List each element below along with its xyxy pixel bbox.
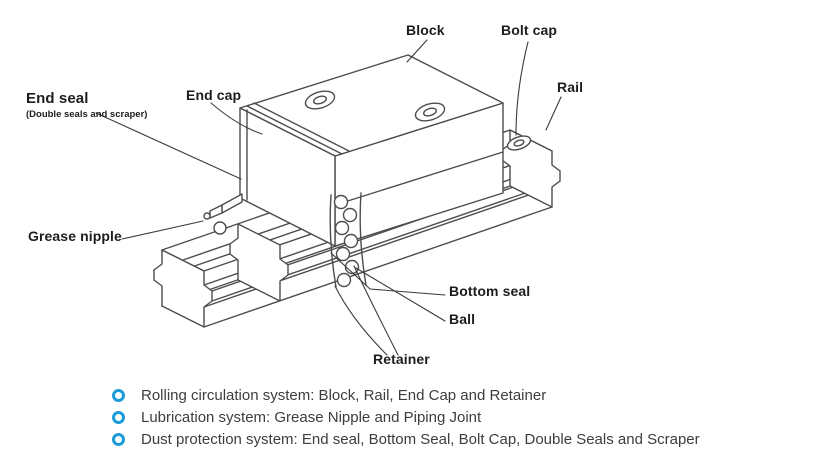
legend-item-lubrication: Lubrication system: Grease Nipple and Pi… — [112, 409, 802, 426]
rail-mid-profile — [229, 223, 289, 302]
retainer-shape — [329, 192, 367, 288]
leader-block — [406, 39, 428, 63]
leader-rail — [545, 96, 562, 131]
legend-list: Rolling circulation system: Block, Rail,… — [112, 387, 802, 453]
leader-ball — [355, 267, 446, 322]
label-end-cap: End cap — [186, 87, 242, 103]
legend-item-dust-protection: Dust protection system: End seal, Bottom… — [112, 431, 802, 448]
label-grease-nipple: Grease nipple — [28, 228, 122, 244]
legend-item-rolling: Rolling circulation system: Block, Rail,… — [112, 387, 802, 404]
ball-stack-shape — [333, 194, 360, 288]
grease-nipple-shape — [203, 193, 243, 235]
bolt-cap-shape — [506, 135, 532, 151]
label-end-seal: End seal — [26, 90, 89, 107]
leader-retainer-2 — [353, 265, 399, 356]
leader-bolt-cap — [515, 41, 529, 136]
label-bottom-seal: Bottom seal — [449, 283, 531, 299]
legend-item-text: Rolling circulation system: Block, Rail,… — [141, 387, 547, 404]
label-block: Block — [406, 22, 445, 38]
label-rail: Rail — [557, 79, 584, 95]
label-ball: Ball — [449, 311, 476, 327]
leader-retainer-1 — [334, 285, 388, 356]
bullet-circle-icon — [112, 411, 125, 424]
label-bolt-cap: Bolt cap — [501, 22, 558, 38]
label-retainer: Retainer — [373, 351, 430, 367]
legend-item-text: Lubrication system: Grease Nipple and Pi… — [141, 409, 482, 426]
block-shape — [239, 54, 504, 247]
leader-end-cap — [210, 102, 263, 135]
legend-item-text: Dust protection system: End seal, Bottom… — [141, 431, 700, 448]
label-end-seal-note: (Double seals and scraper) — [26, 109, 148, 120]
bullet-circle-icon — [112, 433, 125, 446]
block-top-holes — [304, 90, 446, 122]
leader-end-seal — [95, 112, 242, 180]
bullet-circle-icon — [112, 389, 125, 402]
leader-grease-nipple — [121, 220, 204, 240]
leader-bottom-seal — [330, 252, 446, 296]
